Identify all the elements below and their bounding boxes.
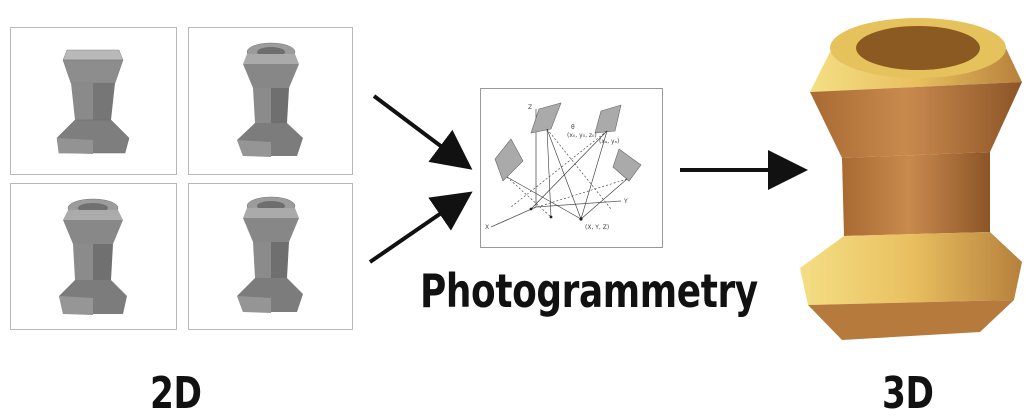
vase-3d-icon bbox=[800, 18, 1022, 340]
label-2d: 2D bbox=[150, 368, 202, 419]
view-panel-4 bbox=[188, 183, 353, 330]
vase-2d-icon bbox=[237, 42, 303, 157]
point-label: (X, Y, Z) bbox=[585, 224, 609, 231]
view-panel-3 bbox=[10, 183, 177, 330]
arrow-top-icon bbox=[372, 94, 473, 170]
camera-b-label: (xₐ, yₐ) bbox=[599, 138, 619, 145]
label-3d: 3D bbox=[882, 368, 934, 419]
vase-2d-icon bbox=[59, 198, 127, 315]
z-axis-label: Z bbox=[528, 104, 532, 111]
label-photogrammetry: Photogrammetry bbox=[420, 264, 758, 318]
view-panel-1 bbox=[10, 27, 177, 175]
theta-label: θ bbox=[571, 124, 575, 131]
view-panel-2 bbox=[188, 27, 353, 175]
x-axis-label: X bbox=[485, 224, 489, 231]
camera-a-label: (x₀, y₀, z₀) bbox=[567, 132, 597, 139]
vase-2d-icon bbox=[237, 196, 303, 313]
arrow-bottom-icon bbox=[368, 191, 473, 264]
photogrammetry-diagram: Z X Y (x₀, y₀, z₀) (xₐ, yₐ) θ (X, Y, Z) bbox=[480, 88, 663, 248]
camera-geometry-icon: Z X Y (x₀, y₀, z₀) (xₐ, yₐ) θ (X, Y, Z) bbox=[485, 102, 642, 231]
y-axis-label: Y bbox=[623, 198, 628, 205]
vase-2d-icon bbox=[56, 49, 130, 154]
